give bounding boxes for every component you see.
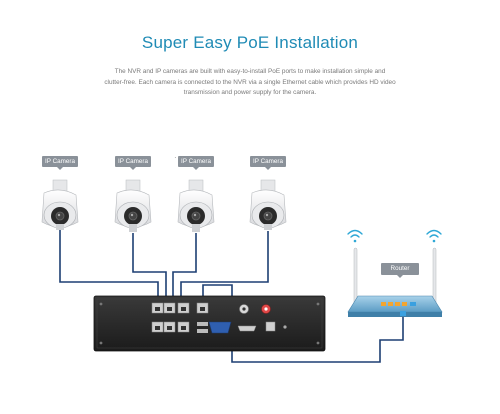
cable-camera-4 [180,231,269,303]
ethernet-cables [59,228,404,363]
wifi-icon [347,229,363,243]
router-label: Router [381,263,419,278]
ip-camera-2 [114,179,152,232]
vga-port [208,321,232,334]
cable-camera-3 [172,233,197,303]
camera-label: IP Camera [115,156,151,170]
more-cameras-ellipsis: ····· [174,153,193,162]
cable-router [202,284,404,363]
nvr-recorder [93,295,326,352]
camera-label: IP Camera [178,156,214,170]
description-line: clutter-free. Each camera is connected t… [104,78,396,86]
description-line: The NVR and IP cameras are built with ea… [114,68,386,75]
camera-label: IP Camera [42,156,78,170]
router [347,247,443,317]
cable-camera-1 [59,228,159,303]
camera-label: IP Camera [250,156,286,170]
ip-camera-4 [249,179,287,230]
ip-camera-1 [41,179,79,230]
ip-camera-3 [177,179,215,232]
page-title: Super Easy PoE Installation [141,33,359,52]
cable-camera-2 [132,233,167,303]
wifi-icon [426,229,442,243]
hdmi-port [237,325,257,332]
description: The NVR and IP cameras are built with ea… [85,67,415,99]
description-line: transmission and power supply for the ca… [183,89,317,96]
